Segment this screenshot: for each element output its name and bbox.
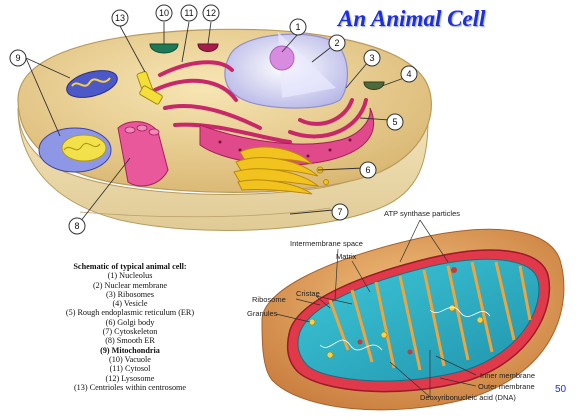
- label-atp-synthase: ATP synthase particles: [384, 209, 460, 218]
- legend-heading: Schematic of typical animal cell:: [4, 262, 256, 271]
- label-cristae: Cristae: [296, 289, 320, 298]
- callout-1: 1: [295, 22, 300, 32]
- legend-item: (7) Cytoskeleton: [4, 327, 256, 336]
- callout-13: 13: [115, 13, 125, 23]
- legend: Schematic of typical animal cell: (1) Nu…: [4, 262, 256, 392]
- cell-mitochondrion-left: [39, 128, 111, 172]
- legend-item: (5) Rough endoplasmic reticulum (ER): [4, 308, 256, 317]
- legend-item: (13) Centrioles within centrosome: [4, 383, 256, 392]
- callout-8: 8: [74, 221, 79, 231]
- legend-item: (3) Ribosomes: [4, 290, 256, 299]
- label-dna: Deoxyribonucleic acid (DNA): [420, 393, 516, 402]
- label-outer-membrane: Outer membrane: [478, 382, 535, 391]
- label-matrix: Matrix: [336, 252, 357, 261]
- callout-9: 9: [15, 53, 20, 63]
- legend-item: (12) Lysosome: [4, 374, 256, 383]
- legend-list: (1) Nucleolus(2) Nuclear membrane(3) Rib…: [4, 271, 256, 392]
- legend-item: (1) Nucleolus: [4, 271, 256, 280]
- label-intermembrane-space: Intermembrane space: [290, 239, 363, 248]
- callout-10: 10: [159, 8, 169, 18]
- callout-2: 2: [334, 38, 339, 48]
- label-ribosome: Ribosome: [252, 295, 286, 304]
- legend-item: (10) Vacuole: [4, 355, 256, 364]
- legend-item: (4) Vesicle: [4, 299, 256, 308]
- callout-5: 5: [392, 117, 397, 127]
- legend-item: (8) Smooth ER: [4, 336, 256, 345]
- callout-11: 11: [184, 8, 193, 18]
- legend-item: (11) Cytosol: [4, 364, 256, 373]
- callout-3: 3: [369, 53, 374, 63]
- nucleolus: [270, 46, 294, 70]
- legend-item: (9) Mitochondria: [4, 346, 256, 355]
- callout-6: 6: [365, 165, 370, 175]
- legend-item: (2) Nuclear membrane: [4, 281, 256, 290]
- legend-item: (6) Golgi body: [4, 318, 256, 327]
- callout-12: 12: [206, 8, 216, 18]
- label-inner-membrane: Inner membrane: [480, 371, 535, 380]
- callout-4: 4: [406, 69, 411, 79]
- slide-title: An Animal Cell: [338, 6, 485, 32]
- callout-7: 7: [337, 207, 342, 217]
- page-number: 50: [555, 384, 566, 395]
